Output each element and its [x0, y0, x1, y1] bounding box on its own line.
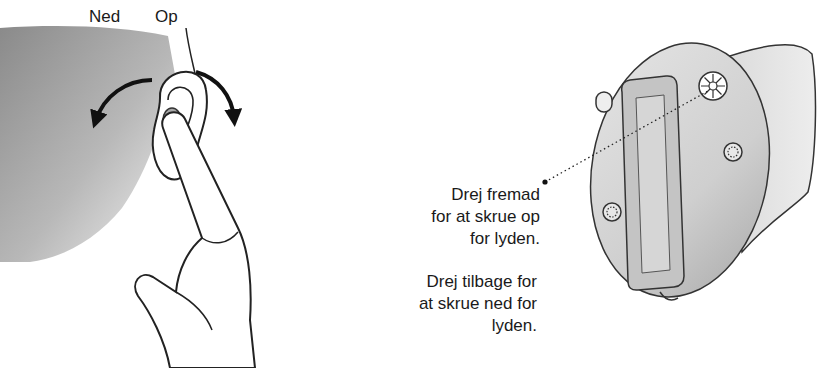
- microphone-port-inner: [607, 207, 617, 217]
- battery-door-inner: [636, 95, 670, 273]
- volume-wheel: [699, 72, 727, 100]
- instruction-text: Drej fremad for at skrue op for lyden.: [428, 184, 540, 250]
- device-tab: [660, 292, 678, 300]
- finger-crease: [202, 232, 238, 243]
- device-faceplate: [571, 29, 789, 312]
- hand: [135, 112, 255, 368]
- direction-label: Op: [155, 6, 178, 28]
- battery-door: [622, 76, 684, 290]
- instruction-text: Drej tilbage for at skrue ned for lyden.: [417, 271, 537, 337]
- volume-wheel-spokes: [701, 74, 725, 98]
- down-arrow: [96, 80, 152, 120]
- microphone-port-inner: [728, 147, 738, 157]
- volume-wheel-hub: [709, 82, 717, 90]
- thumb-crease: [176, 292, 212, 330]
- direction-label: Ned: [89, 6, 120, 28]
- head-outline: [186, 28, 196, 78]
- microphone-port: [724, 143, 742, 161]
- microphone-port: [603, 203, 621, 221]
- head-shading: [0, 26, 176, 262]
- leader-line: [545, 91, 708, 182]
- device-knob: [596, 92, 612, 112]
- volume-wheel-rim: [699, 72, 727, 100]
- leader-dot: [542, 179, 547, 184]
